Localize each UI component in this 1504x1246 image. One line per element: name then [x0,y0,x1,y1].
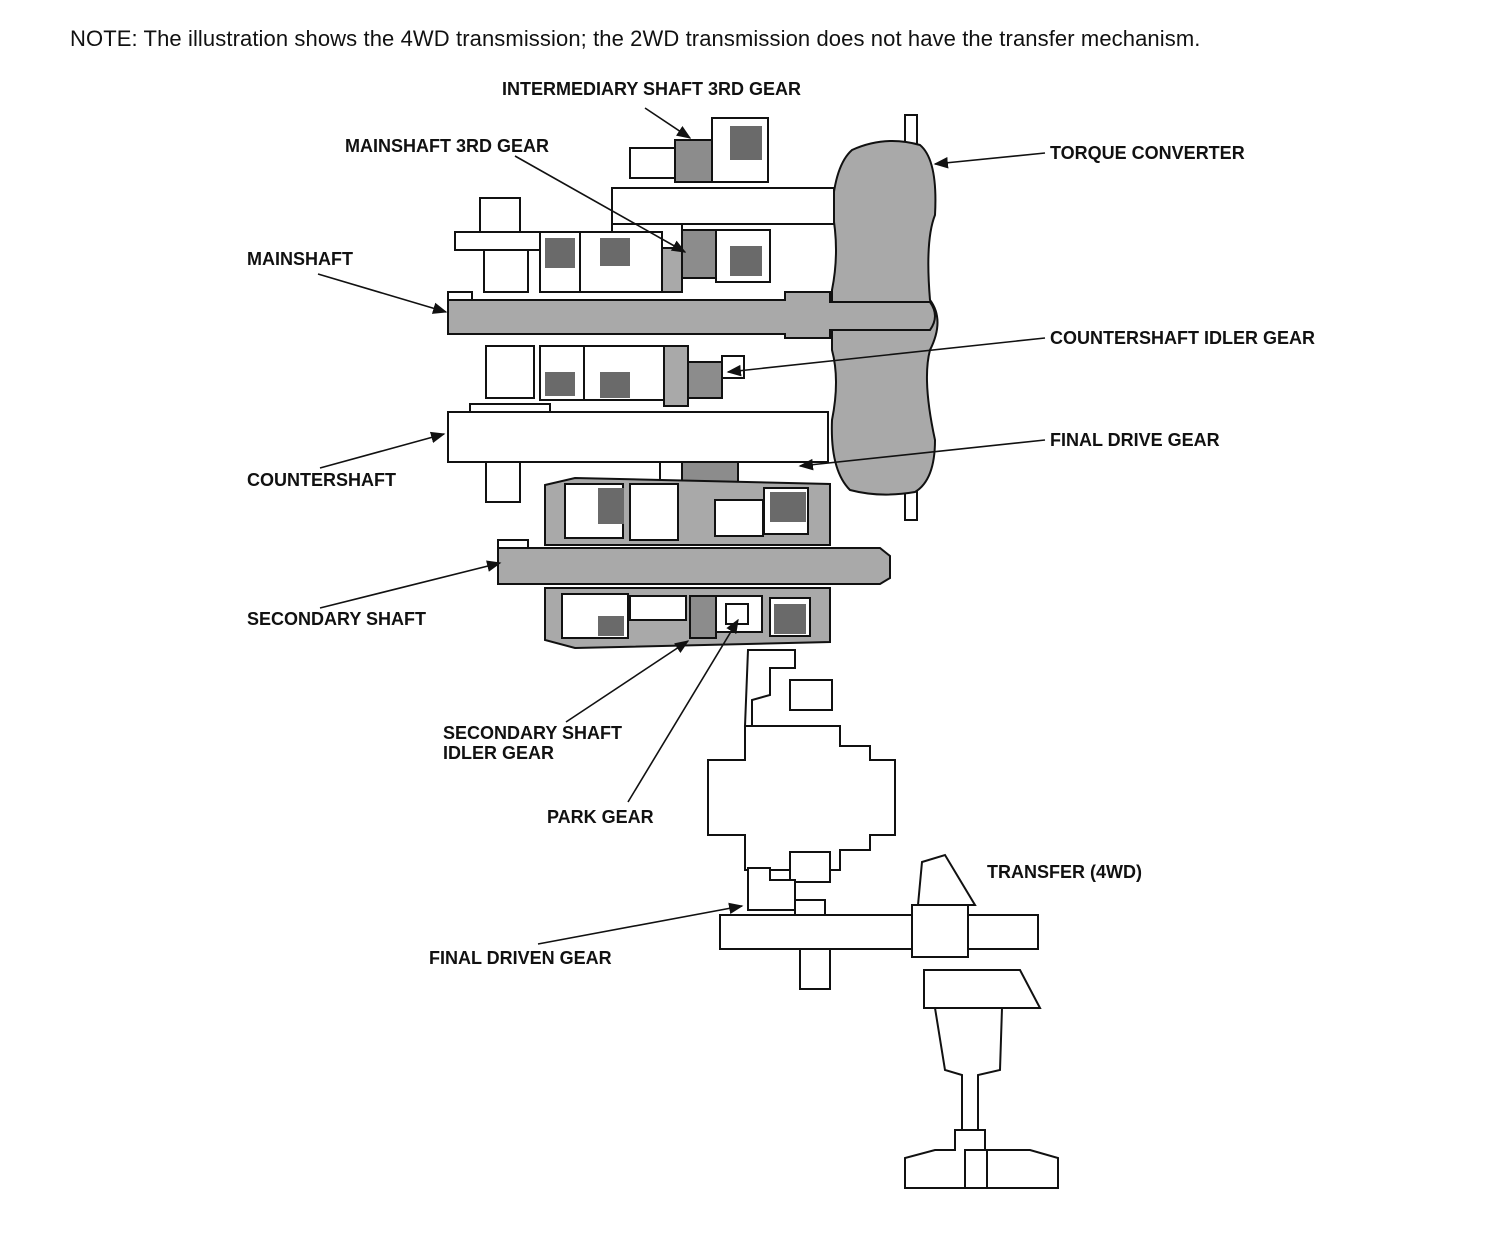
leader-countershaft-idler-gear [726,337,1046,377]
leader-final-drive-gear [798,439,1046,471]
leader-secondary-shaft-idler-gear [565,640,690,723]
transfer-assembly [904,853,1059,1189]
leader-torque-converter [933,152,1046,169]
label-secondary-shaft: SECONDARY SHAFT [247,609,426,629]
leader-secondary-shaft [319,560,502,609]
intermediary-shaft-assembly [611,117,835,283]
secondary-shaft-assembly [497,476,891,650]
leader-intermediary-shaft-3rd-gear [644,107,692,139]
leader-park-gear [627,618,739,803]
differential-assembly [707,649,921,990]
leader-countershaft [319,431,446,469]
label-mainshaft: MAINSHAFT [247,249,353,269]
label-torque-converter: TORQUE CONVERTER [1050,143,1245,163]
label-final-drive-gear: FINAL DRIVE GEAR [1050,430,1220,450]
label-transfer-4wd: TRANSFER (4WD) [987,862,1142,882]
note-text: NOTE: The illustration shows the 4WD tra… [70,26,1201,51]
label-final-driven-gear: FINAL DRIVEN GEAR [429,948,612,968]
label-secondary-shaft-idler-gear-line2: IDLER GEAR [443,743,554,763]
leader-mainshaft [317,273,448,314]
label-countershaft-idler-gear: COUNTERSHAFT IDLER GEAR [1050,328,1315,348]
label-secondary-shaft-idler-gear-line1: SECONDARY SHAFT [443,723,622,743]
leader-mainshaft-3rd-gear [514,155,687,253]
label-mainshaft-3rd-gear: MAINSHAFT 3RD GEAR [345,136,549,156]
label-intermediary-shaft-3rd-gear: INTERMEDIARY SHAFT 3RD GEAR [502,79,801,99]
label-countershaft: COUNTERSHAFT [247,470,396,490]
label-park-gear: PARK GEAR [547,807,654,827]
leader-final-driven-gear [537,902,744,945]
mainshaft-assembly [447,197,936,407]
